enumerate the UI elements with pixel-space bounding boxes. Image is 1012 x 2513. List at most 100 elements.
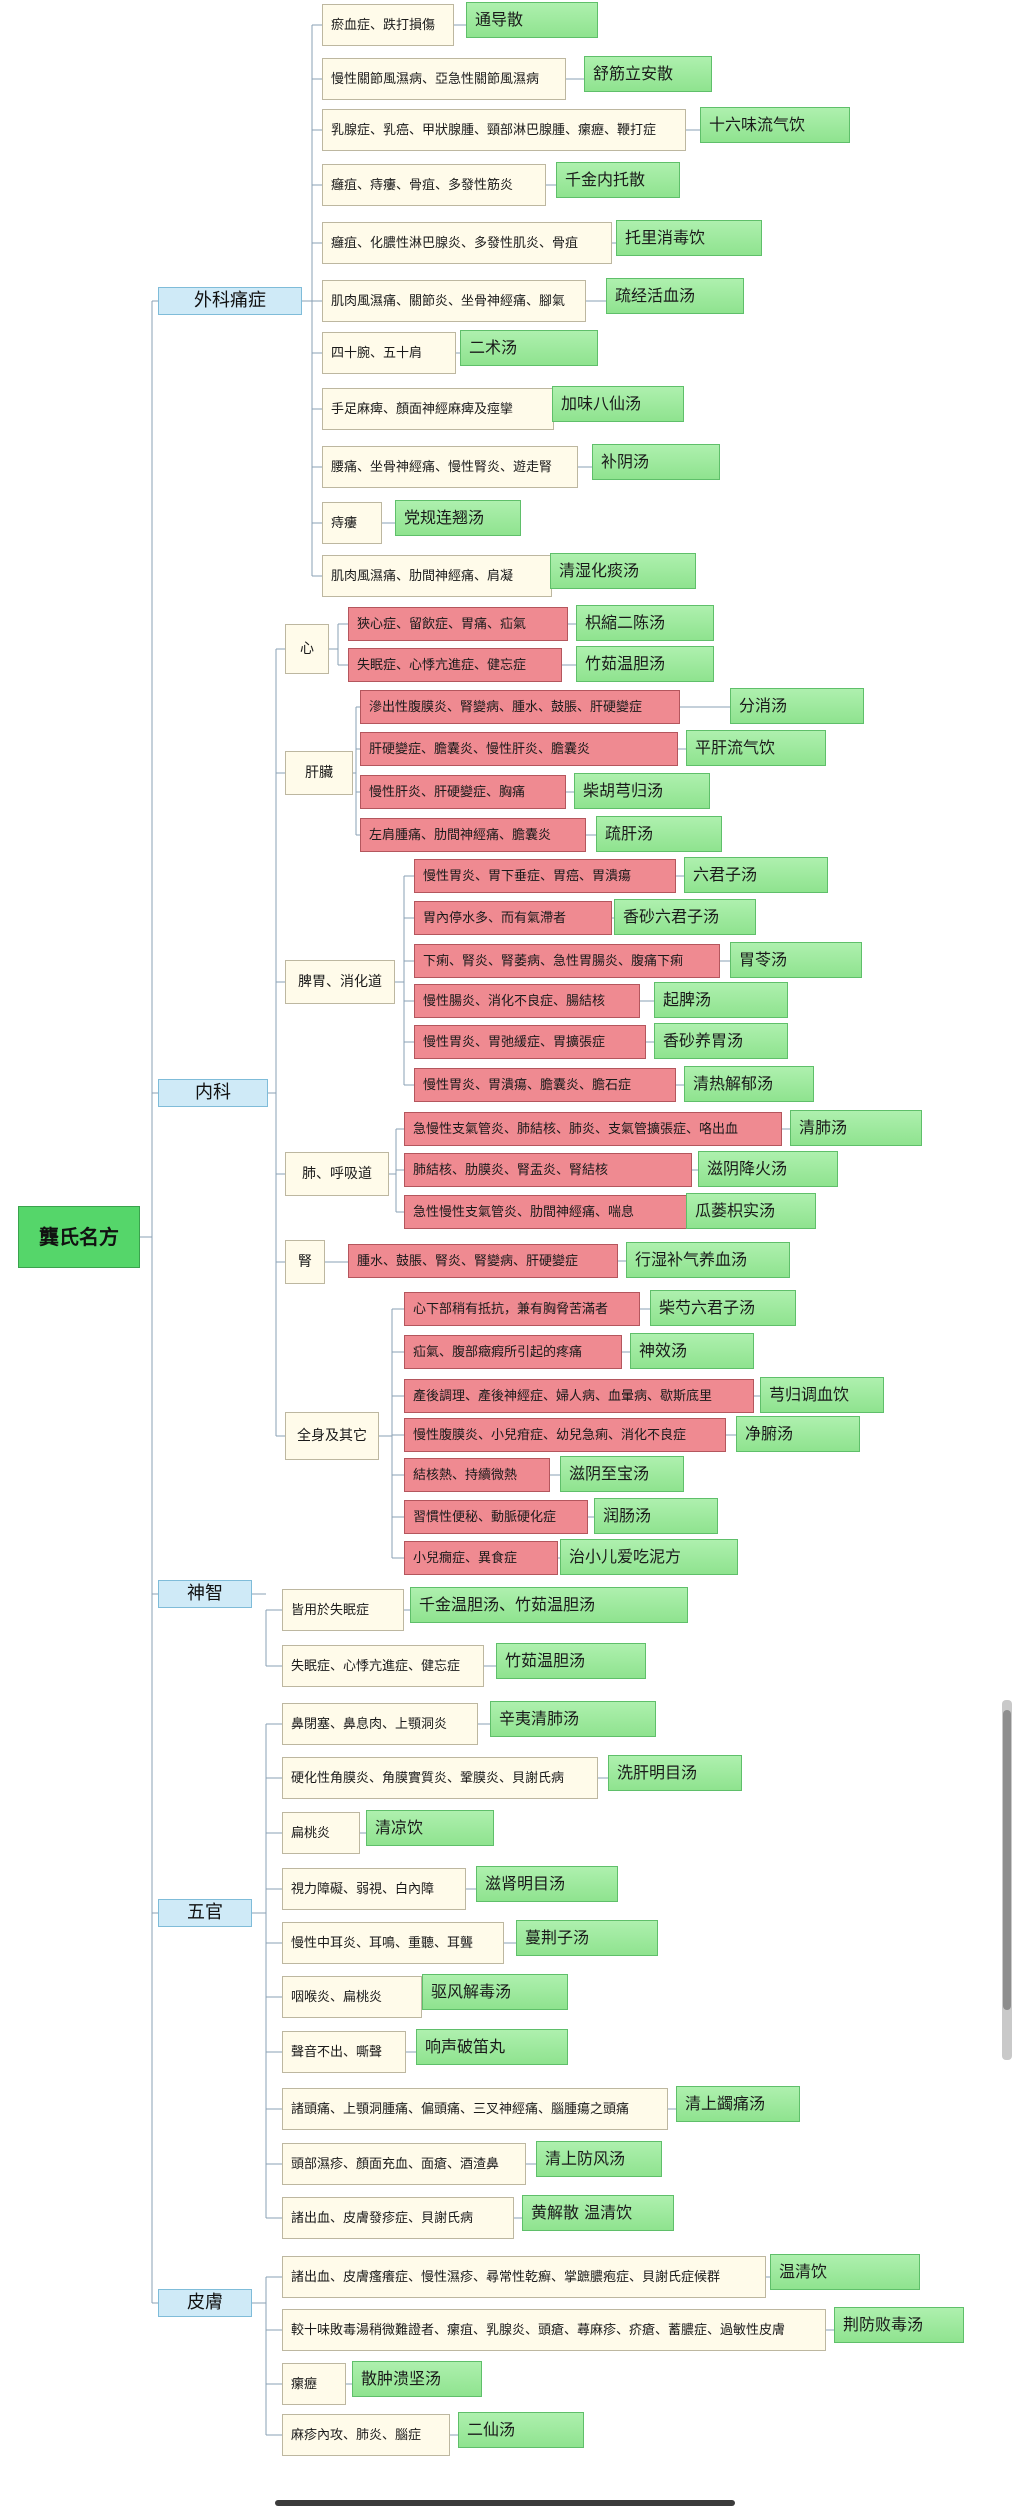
formula-node: 驱风解毒汤: [422, 1974, 568, 2010]
formula-node: 净腑汤: [736, 1416, 860, 1452]
condition-node: 習慣性便秘、動脈硬化症: [404, 1500, 588, 1534]
condition-node: 痔瘻: [322, 502, 382, 544]
subgroup-digestive: 脾胃、消化道: [285, 960, 395, 1004]
condition-node: 較十味敗毒湯稍微難證者、瘰疽、乳腺炎、頭瘡、蕁麻疹、疥瘡、蓄膿症、過敏性皮膚: [282, 2309, 826, 2351]
condition-node: 肌肉風濕痛、肋間神經痛、肩凝: [322, 555, 552, 597]
formula-node: 疏经活血汤: [606, 278, 744, 314]
condition-node: 急性慢性支氣管炎、肋間神經痛、喘息: [404, 1195, 688, 1229]
formula-node: 六君子汤: [684, 857, 828, 893]
formula-node: 香砂养胃汤: [654, 1023, 788, 1059]
formula-node: 清凉饮: [366, 1810, 494, 1846]
condition-node: 諸出血、皮膚瘙癢症、慢性濕疹、尋常性乾癬、掌蹠膿疱症、貝謝氏症候群: [282, 2256, 766, 2298]
formula-node: 行湿补气养血汤: [626, 1242, 790, 1278]
formula-node: 清上防风汤: [536, 2141, 662, 2177]
formula-node: 竹茹温胆汤: [496, 1643, 646, 1679]
formula-node: 二术汤: [460, 330, 598, 366]
formula-node: 温清饮: [770, 2254, 920, 2290]
condition-node: 視力障礙、弱視、白內障: [282, 1868, 466, 1910]
formula-node: 瓜蒌枳实汤: [686, 1193, 816, 1229]
category-skin: 皮膚: [158, 2289, 252, 2317]
formula-node: 清上蠲痛汤: [676, 2086, 800, 2122]
formula-node: 千金温胆汤、竹茹温胆汤: [410, 1587, 688, 1623]
condition-node: 小兒癇症、異食症: [404, 1541, 558, 1575]
condition-node: 四十腕、五十肩: [322, 332, 456, 374]
condition-node: 麻疹內攻、肺炎、腦症: [282, 2414, 450, 2456]
condition-node: 諸出血、皮膚發疹症、貝謝氏病: [282, 2197, 514, 2239]
formula-node: 滋阴至宝汤: [560, 1456, 684, 1492]
formula-node: 治小儿爱吃泥方: [560, 1539, 738, 1575]
formula-node: 托里消毒饮: [616, 220, 762, 256]
formula-node: 芎归调血饮: [760, 1377, 884, 1413]
condition-node: 結核熱、持續微熱: [404, 1458, 550, 1492]
condition-node: 肌肉風濕痛、關節炎、坐骨神經痛、腳氣: [322, 280, 586, 322]
condition-node: 狹心症、留飲症、胃痛、疝氣: [348, 607, 568, 641]
category-senses: 五官: [158, 1899, 252, 1927]
condition-node: 疝氣、腹部癥瘕所引起的疼痛: [404, 1335, 622, 1369]
condition-node: 癰疽、化膿性淋巴腺炎、多發性肌炎、骨疽: [322, 222, 612, 264]
condition-node: 諸頭痛、上顎洞腫痛、偏頭痛、三叉神經痛、腦腫瘍之頭痛: [282, 2088, 668, 2130]
condition-node: 心下部稍有抵抗，兼有胸脅苦滿者: [404, 1292, 640, 1326]
formula-node: 疏肝汤: [596, 816, 722, 852]
formula-node: 枳縮二陈汤: [576, 605, 714, 641]
condition-node: 扁桃炎: [282, 1812, 360, 1854]
condition-node: 瘀血症、跌打損傷: [322, 4, 454, 46]
condition-node: 慢性腹膜炎、小兒疳症、幼兒急痢、消化不良症: [404, 1418, 726, 1452]
category-surgical: 外科痛症: [158, 287, 302, 315]
scrollbar-thumb[interactable]: [1003, 1710, 1011, 2010]
formula-node: 胃苓汤: [730, 942, 862, 978]
formula-node: 舒筋立安散: [584, 56, 712, 92]
formula-node: 竹茹温胆汤: [576, 646, 714, 682]
condition-node: 硬化性角膜炎、角膜實質炎、鞏膜炎、貝謝氏病: [282, 1757, 598, 1799]
condition-node: 慢性胃炎、胃弛緩症、胃擴張症: [414, 1025, 646, 1059]
formula-node: 分消汤: [730, 688, 864, 724]
formula-node: 神效汤: [630, 1333, 754, 1369]
condition-node: 失眠症、心悸亢進症、健忘症: [282, 1645, 484, 1687]
formula-node: 通导散: [466, 2, 598, 38]
condition-node: 乳腺症、乳癌、甲狀腺腫、頸部淋巴腺腫、瘰癧、鞭打症: [322, 109, 686, 151]
condition-node: 下痢、腎炎、腎萎病、急性胃腸炎、腹痛下痢: [414, 944, 720, 978]
formula-node: 洗肝明目汤: [608, 1755, 742, 1791]
formula-node: 柴芍六君子汤: [650, 1290, 796, 1326]
subgroup-heart: 心: [285, 624, 329, 674]
formula-node: 十六味流气饮: [700, 107, 850, 143]
formula-node: 二仙汤: [458, 2412, 584, 2448]
condition-node: 慢性腸炎、消化不良症、腸結核: [414, 984, 640, 1018]
formula-node: 加味八仙汤: [552, 386, 684, 422]
formula-node: 滋肾明目汤: [476, 1866, 618, 1902]
condition-node: 左肩腫痛、肋間神經痛、膽囊炎: [360, 818, 586, 852]
formula-node: 响声破笛丸: [416, 2029, 568, 2065]
formula-node: 清肺汤: [790, 1110, 922, 1146]
condition-node: 頭部濕疹、顏面充血、面瘡、酒渣鼻: [282, 2143, 526, 2185]
formula-node: 香砂六君子汤: [614, 899, 756, 935]
formula-node: 千金内托散: [556, 162, 680, 198]
condition-node: 慢性肝炎、肝硬變症、胸痛: [360, 775, 566, 809]
formula-node: 蔓荆子汤: [516, 1920, 658, 1956]
condition-node: 癰疽、痔瘻、骨疽、多發性筋炎: [322, 164, 546, 206]
formula-node: 起脾汤: [654, 982, 788, 1018]
home-indicator: [275, 2500, 735, 2506]
condition-node: 腫水、鼓脹、腎炎、腎變病、肝硬變症: [348, 1244, 618, 1278]
formula-node: 辛夷清肺汤: [490, 1701, 656, 1737]
condition-node: 肝硬變症、膽囊炎、慢性肝炎、膽囊炎: [360, 732, 678, 766]
condition-node: 肺結核、肋膜炎、腎盂炎、腎結核: [404, 1153, 692, 1187]
condition-node: 瘰癧: [282, 2363, 346, 2405]
condition-node: 滲出性腹膜炎、腎變病、腫水、鼓脹、肝硬變症: [360, 690, 680, 724]
condition-node: 腰痛、坐骨神經痛、慢性腎炎、遊走腎: [322, 446, 578, 488]
formula-node: 滋阴降火汤: [698, 1151, 838, 1187]
condition-node: 失眠症、心悸亢進症、健忘症: [348, 648, 562, 682]
condition-node: 慢性關節風濕病、亞急性關節風濕病: [322, 58, 566, 100]
category-internal: 内科: [158, 1079, 268, 1107]
condition-node: 聲音不出、嘶聲: [282, 2031, 406, 2073]
formula-node: 党规连翘汤: [395, 500, 521, 536]
formula-node: 清湿化痰汤: [550, 553, 696, 589]
condition-node: 慢性胃炎、胃下垂症、胃癌、胃潰瘍: [414, 859, 676, 893]
category-mind: 神智: [158, 1580, 252, 1608]
formula-node: 补阴汤: [592, 444, 720, 480]
formula-node: 清热解郁汤: [684, 1066, 814, 1102]
subgroup-kidney: 腎: [285, 1240, 325, 1284]
condition-node: 手足麻痺、顏面神經麻痺及痙攣: [322, 388, 554, 430]
subgroup-lung: 肺、呼吸道: [285, 1152, 389, 1196]
formula-node: 柴胡芎归汤: [574, 773, 710, 809]
formula-node: 润肠汤: [594, 1498, 718, 1534]
condition-node: 鼻閉塞、鼻息肉、上顎洞炎: [282, 1703, 478, 1745]
